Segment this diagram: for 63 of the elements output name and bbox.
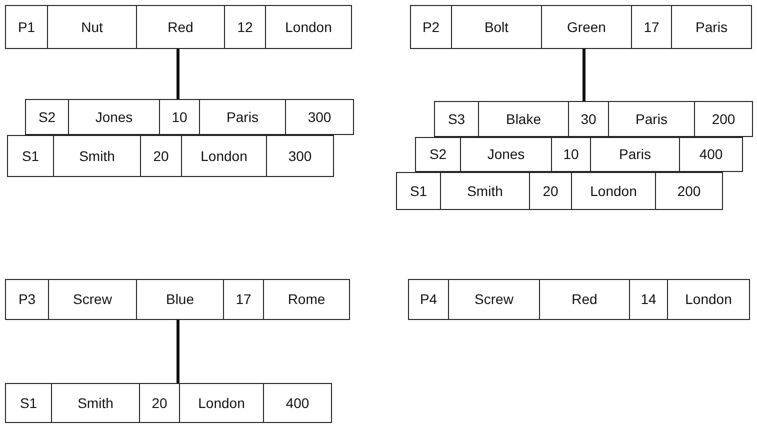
field-value: Paris <box>608 102 694 136</box>
record-box <box>410 5 752 49</box>
field-value: 17 <box>631 6 671 48</box>
field-value: 10 <box>551 138 590 171</box>
field-value: P3 <box>17 290 37 309</box>
connector-line <box>582 49 586 101</box>
field-value: 300 <box>285 100 353 134</box>
field-value: 20 <box>529 173 571 209</box>
field-value: London <box>265 6 351 48</box>
field-value: Jones <box>460 138 551 171</box>
field-value: Blake <box>478 102 568 136</box>
field-value: Nut <box>47 6 136 48</box>
field-value: 200 <box>655 173 722 209</box>
field-value: 17 <box>223 280 263 319</box>
field-value: P4 <box>418 290 438 309</box>
field-value: Red <box>136 6 224 48</box>
field-value: 400 <box>263 384 331 422</box>
field-value: London <box>667 280 749 319</box>
field-value: Blue <box>136 280 223 319</box>
record-box <box>7 135 334 177</box>
field-value: Smith <box>440 173 529 209</box>
field-value: Paris <box>671 6 751 48</box>
field-value: Rome <box>263 280 349 319</box>
field-value: London <box>181 136 266 176</box>
field-value: 10 <box>159 100 199 134</box>
connector-line <box>176 320 180 383</box>
record-box <box>25 99 354 135</box>
field-value: Jones <box>68 100 159 134</box>
record-box <box>415 137 743 172</box>
field-value: Bolt <box>451 6 541 48</box>
field-value: S1 <box>20 146 40 166</box>
record-box <box>396 172 723 210</box>
field-value: S1 <box>18 394 38 412</box>
field-value: 12 <box>224 6 265 48</box>
field-value: S2 <box>428 145 448 164</box>
field-value: Screw <box>448 280 539 319</box>
field-value: London <box>179 384 263 422</box>
record-box <box>5 279 350 320</box>
record-box <box>5 383 332 423</box>
field-value: Paris <box>590 138 679 171</box>
field-value: 400 <box>679 138 742 171</box>
field-value: Smith <box>53 136 140 176</box>
field-value: London <box>571 173 655 209</box>
field-value: Screw <box>48 280 136 319</box>
field-value: P1 <box>16 18 36 36</box>
field-value: S1 <box>408 182 428 200</box>
field-value: 200 <box>694 102 752 136</box>
field-value: 20 <box>140 136 181 176</box>
record-box <box>408 279 750 320</box>
record-box <box>5 5 352 49</box>
field-value: S3 <box>446 110 466 128</box>
field-value: Green <box>541 6 631 48</box>
field-value: 30 <box>568 102 608 136</box>
field-value: S2 <box>37 108 57 126</box>
field-value: Red <box>539 280 629 319</box>
field-value: 20 <box>139 384 179 422</box>
field-value: Paris <box>199 100 285 134</box>
field-value: 14 <box>629 280 667 319</box>
record-box <box>434 101 753 137</box>
field-value: Smith <box>51 384 139 422</box>
field-value: P2 <box>421 18 441 36</box>
field-value: 300 <box>266 136 333 176</box>
connector-line <box>176 49 180 99</box>
